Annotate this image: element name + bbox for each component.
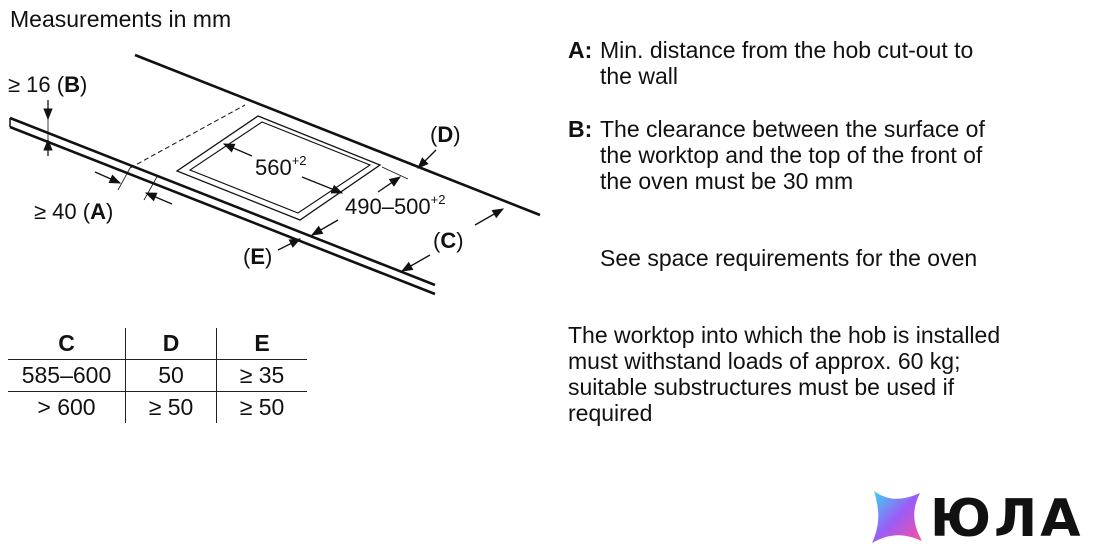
table-header-cell: C	[8, 328, 126, 360]
dim-a-ext-1	[117, 167, 131, 191]
dim-depth-ext	[381, 166, 409, 180]
dim-e-arrow	[277, 238, 302, 251]
table-cell: ≥ 50	[125, 391, 217, 423]
load-note-line: required	[568, 400, 653, 426]
logo-text: ЮЛА	[930, 489, 1084, 549]
worktop-front-bottom-edge	[9, 125, 436, 296]
watermark-logo: ЮЛА	[866, 487, 1096, 549]
table-cell: 585–600	[8, 359, 126, 392]
dim-width-arrow-left	[222, 143, 253, 157]
note-a-line: Min. distance from the hob cut-out to	[600, 37, 974, 63]
dim-d-arrow	[417, 149, 437, 169]
label-e: (E)	[243, 244, 272, 269]
table-header-cell: D	[125, 328, 217, 360]
dim-a-arrow-right	[144, 192, 173, 205]
hob-cutout-inner	[188, 121, 372, 214]
clearance-table: C D E 585–600 50 ≥ 35 > 600 ≥ 50 ≥ 50	[8, 328, 307, 423]
space-note: See space requirements for the oven	[600, 245, 978, 271]
diagram-title: Measurements in mm	[10, 6, 232, 32]
dim-c-arrow-bottom	[400, 254, 431, 272]
table-header-row: C D E	[8, 328, 307, 360]
load-note-line: suitable substructures must be used if	[568, 374, 955, 400]
table-header-cell: E	[216, 328, 307, 360]
load-note-line: The worktop into which the hob is instal…	[568, 322, 1001, 348]
worktop-front-top-edge	[9, 116, 436, 287]
note-b-key: B:	[568, 116, 593, 142]
note-b-line: the worktop and the top of the front of	[600, 142, 983, 168]
load-note-line: must withstand loads of approx. 60 kg;	[568, 348, 961, 374]
table-cell: ≥ 35	[216, 359, 307, 392]
dim-a-arrow-left	[94, 171, 122, 184]
dim-width-arrow-right	[301, 176, 344, 194]
worktop-back-edge	[134, 53, 541, 217]
dim-depth-arrow-bottom	[310, 219, 339, 236]
note-a-line: the wall	[600, 63, 678, 89]
table-cell: > 600	[8, 391, 126, 423]
note-a-key: A:	[568, 37, 593, 63]
hob-cutout	[175, 115, 382, 221]
note-b-line: The clearance between the surface of	[600, 116, 985, 142]
label-d: (D)	[430, 122, 461, 147]
table-row: > 600 ≥ 50 ≥ 50	[8, 391, 307, 423]
dim-c-arrow-top	[474, 208, 505, 226]
dim-depth-label: 490–500+2	[345, 192, 445, 219]
dim-depth-arrow-top	[377, 176, 401, 193]
table-cell: 50	[125, 359, 217, 392]
wall-reference-line	[129, 104, 246, 169]
dim-a-label: ≥ 40 (A)	[34, 199, 113, 224]
dim-b-label: ≥ 16 (B)	[8, 72, 87, 97]
table-row: 585–600 50 ≥ 35	[8, 359, 307, 392]
dim-width-label: 560+2	[255, 153, 307, 180]
note-b-line: the oven must be 30 mm	[600, 168, 854, 194]
load-note: The worktop into which the hob is instal…	[568, 322, 1000, 426]
table-cell: ≥ 50	[239, 394, 285, 420]
label-c: (C)	[433, 228, 464, 253]
dim-a-ext-2	[143, 174, 159, 201]
logo-star-icon	[872, 491, 922, 543]
